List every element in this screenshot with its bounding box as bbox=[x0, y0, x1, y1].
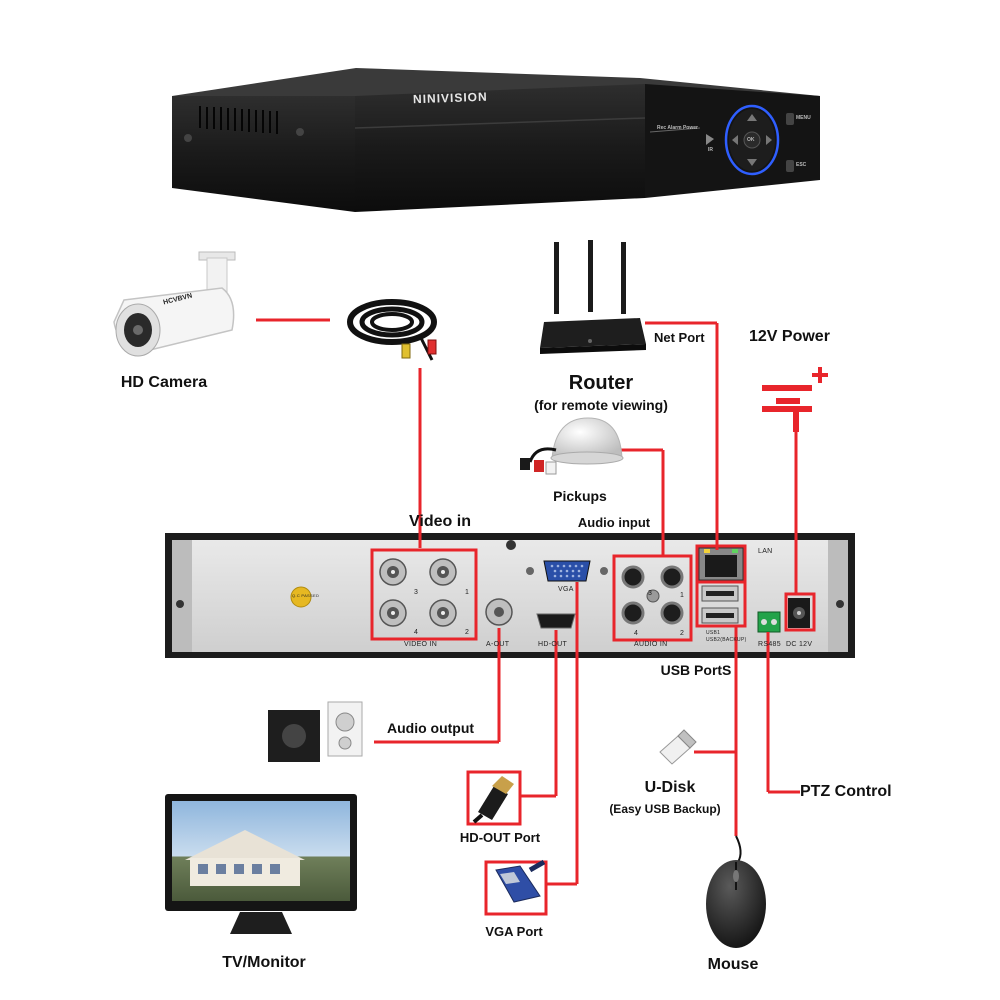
panel-video-in-text: VIDEO IN bbox=[404, 641, 438, 648]
panel-rs485-text: RS485 bbox=[758, 641, 781, 648]
label-vga-port: VGA Port bbox=[485, 924, 543, 939]
label-net-port: Net Port bbox=[654, 330, 705, 345]
label-video-in: Video in bbox=[409, 513, 471, 530]
label-u-disk: U-Disk bbox=[644, 779, 696, 796]
pickup-microphone bbox=[520, 417, 624, 475]
front-leds-text: Rec Alarm Power bbox=[657, 125, 698, 131]
vga-connector bbox=[495, 859, 546, 903]
speakers-device bbox=[268, 701, 363, 762]
label-mouse: Mouse bbox=[707, 956, 759, 973]
label-audio-output: Audio output bbox=[387, 720, 475, 736]
panel-a-out-text: A-OUT bbox=[486, 641, 510, 648]
panel-lan-text: LAN bbox=[758, 548, 773, 555]
panel-ch2-audio: 2 bbox=[680, 630, 685, 637]
label-usb-ports: USB PortS bbox=[660, 662, 732, 678]
front-ok-text: OK bbox=[747, 137, 755, 143]
video-in-bnc-group bbox=[379, 558, 457, 627]
panel-qc-text: Q.C PASSED bbox=[292, 593, 320, 598]
panel-ch4-audio: 4 bbox=[634, 630, 639, 637]
label-12v-power: 12V Power bbox=[749, 328, 830, 345]
mouse-device bbox=[706, 835, 766, 948]
brand-logo-text: NINIVISION bbox=[412, 89, 488, 107]
label-pickups: Pickups bbox=[553, 488, 607, 504]
connection-lines bbox=[256, 318, 816, 916]
front-ir-text: IR bbox=[708, 147, 713, 153]
label-hd-camera: HD Camera bbox=[120, 374, 208, 391]
front-esc-text: ESC bbox=[796, 162, 807, 168]
power-symbol bbox=[762, 367, 828, 432]
hd-camera-device bbox=[113, 251, 236, 357]
dvr-rear-panel bbox=[165, 533, 855, 658]
router-device bbox=[540, 240, 646, 354]
label-tv-monitor: TV/Monitor bbox=[222, 954, 306, 971]
panel-ch1-video: 1 bbox=[465, 589, 470, 596]
label-ptz-control: PTZ Control bbox=[800, 783, 892, 800]
panel-hd-out-text: HD-OUT bbox=[538, 641, 568, 648]
label-hd-out-port: HD-OUT Port bbox=[459, 830, 541, 845]
u-disk-device bbox=[659, 729, 697, 765]
label-u-disk-sub: (Easy USB Backup) bbox=[609, 802, 721, 816]
front-menu-text: MENU bbox=[796, 115, 811, 121]
panel-usb1-text: USB1 bbox=[706, 630, 721, 636]
label-router-sub: (for remote viewing) bbox=[534, 397, 668, 413]
panel-ch3-video: 3 bbox=[414, 589, 419, 596]
dvr-front-unit bbox=[172, 68, 820, 212]
panel-ch1-audio: 1 bbox=[680, 592, 685, 599]
video-cable-coil bbox=[347, 299, 437, 361]
panel-ch3-audio: 3 bbox=[648, 590, 653, 597]
label-router: Router bbox=[568, 372, 634, 394]
hdmi-connector bbox=[472, 776, 514, 824]
panel-vga-text: VGA bbox=[558, 586, 574, 593]
panel-ch2-video: 2 bbox=[465, 629, 470, 636]
panel-usb2-text: USB2(BACKUP) bbox=[706, 637, 747, 643]
tv-monitor-device bbox=[165, 794, 357, 934]
label-audio-input: Audio input bbox=[577, 515, 651, 530]
panel-ch4-video: 4 bbox=[414, 629, 419, 636]
panel-dc12v-text: DC 12V bbox=[786, 641, 813, 648]
audio-in-rca-group bbox=[621, 565, 684, 625]
panel-audio-in-text: AUDIO IN bbox=[634, 641, 668, 648]
